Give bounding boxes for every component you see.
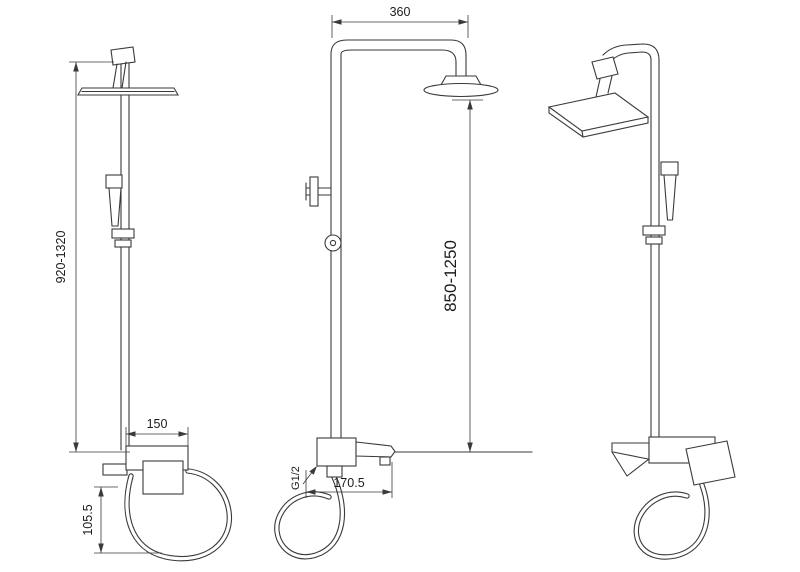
wall-spout [611,442,650,477]
diverter-cross [305,176,332,207]
thread-leader-line [302,470,314,485]
hose-outlet [326,465,343,478]
dim-height-range-left: 920-1320 [54,61,130,453]
mixer-body [611,436,736,486]
thread-size-label: G1/2 [290,466,302,490]
dim-height-range-front: 850-1250 [441,99,483,452]
riser-pipe [120,62,130,451]
dim-top-width-label: 360 [390,5,411,19]
hand-shower [660,161,679,221]
thread-leader-arrow [309,466,317,475]
shower-arm-joint [110,46,136,89]
riser-pipe [330,39,467,451]
shower-head-square [547,92,650,138]
dim-spout-reach: 170.5 [305,462,393,498]
mixer-handle [142,460,184,495]
left-view: 920-1320 150 105.5 [54,46,233,562]
dim-mixer-width-label: 150 [147,417,168,431]
slider-bracket [111,228,135,248]
riser-pipe [602,43,660,456]
mixer-body [102,445,189,495]
dim-base-drop-label: 105.5 [81,504,95,535]
dim-spout-reach-label: 170.5 [333,476,364,490]
shower-head-front [423,82,499,98]
mixer-body [316,437,396,478]
slider-bracket [642,225,666,245]
mixer-lever [355,441,396,458]
shower-arm-joint [591,56,619,98]
mixer-handle [685,440,736,486]
pipe-knob [324,234,342,252]
shower-head-side [77,87,179,96]
front-view: 360 850-1250 G1/2 170.5 [274,5,533,560]
dim-height-range-left-label: 920-1320 [54,231,68,284]
shower-hose [633,482,710,560]
thread-callout: G1/2 [290,466,317,490]
right-view [547,43,736,560]
shower-hose [274,474,346,560]
dim-height-range-front-label: 850-1250 [441,240,460,312]
shower-hose [124,468,233,562]
dim-top-width: 360 [331,5,469,38]
dim-base-drop: 105.5 [81,486,162,554]
dim-mixer-width: 150 [125,417,189,446]
hand-shower [105,174,123,227]
